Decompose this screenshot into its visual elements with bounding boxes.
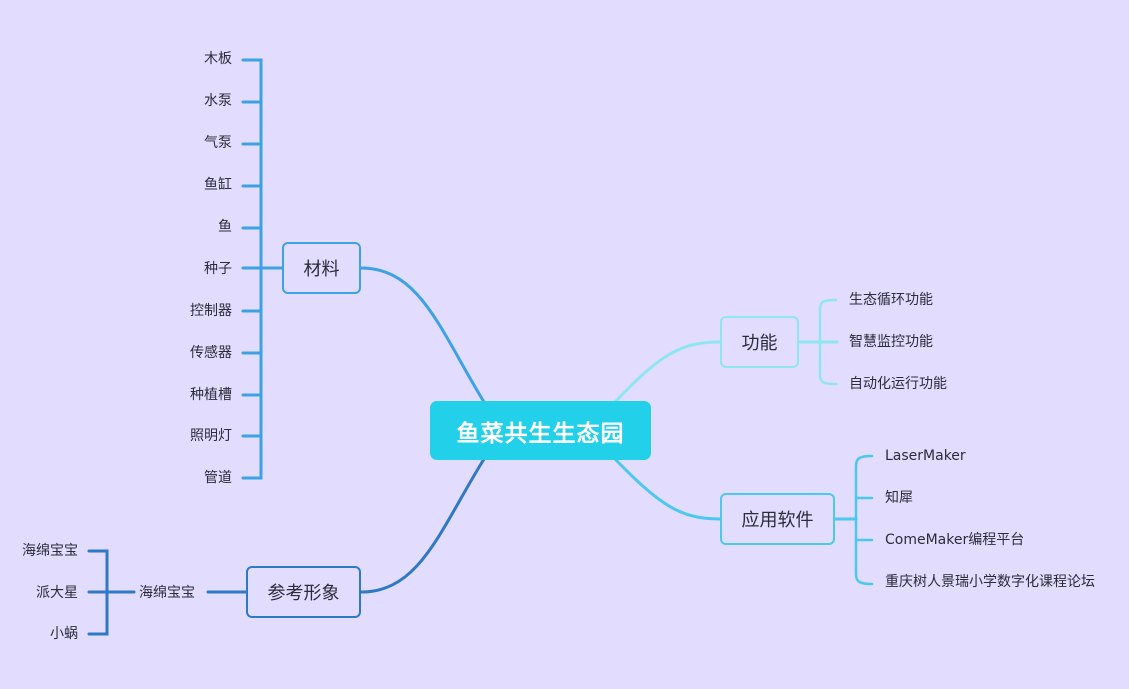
central-topic[interactable]: 鱼菜共生生态园 xyxy=(430,401,651,460)
reference-item[interactable]: 派大星 xyxy=(36,585,78,601)
connector-root-reference xyxy=(359,457,486,594)
material-item[interactable]: 鱼缸 xyxy=(204,177,232,193)
material-item[interactable]: 种植槽 xyxy=(190,387,232,403)
function-item[interactable]: 生态循环功能 xyxy=(849,292,933,308)
software-item[interactable]: 知犀 xyxy=(885,490,913,506)
branch-materials[interactable]: 材料 xyxy=(282,242,361,294)
software-item[interactable]: ComeMaker编程平台 xyxy=(885,532,1025,548)
material-item[interactable]: 照明灯 xyxy=(190,428,232,444)
material-item[interactable]: 种子 xyxy=(204,261,232,277)
reference-sub-topic[interactable]: 海绵宝宝 xyxy=(139,585,195,601)
software-bracket-spine xyxy=(854,454,874,586)
material-item[interactable]: 水泵 xyxy=(204,93,232,109)
reference-item[interactable]: 海绵宝宝 xyxy=(22,543,78,559)
reference-item[interactable]: 小蜗 xyxy=(50,626,78,642)
branch-functions[interactable]: 功能 xyxy=(720,316,799,368)
software-item[interactable]: 重庆树人景瑞小学数字化课程论坛 xyxy=(885,574,1095,590)
connector-root-functions xyxy=(613,340,722,404)
connector-root-materials xyxy=(359,266,486,404)
material-item[interactable]: 木板 xyxy=(204,51,232,67)
function-item[interactable]: 自动化运行功能 xyxy=(849,376,947,392)
material-item[interactable]: 传感器 xyxy=(190,345,232,361)
connector-root-software xyxy=(613,457,722,521)
function-item[interactable]: 智慧监控功能 xyxy=(849,334,933,350)
material-item[interactable]: 鱼 xyxy=(218,219,232,235)
branch-software[interactable]: 应用软件 xyxy=(720,493,835,545)
software-item[interactable]: LaserMaker xyxy=(885,448,966,464)
branch-reference-image[interactable]: 参考形象 xyxy=(246,566,361,618)
material-item[interactable]: 气泵 xyxy=(204,135,232,151)
material-item[interactable]: 管道 xyxy=(204,470,232,486)
material-item[interactable]: 控制器 xyxy=(190,303,232,319)
